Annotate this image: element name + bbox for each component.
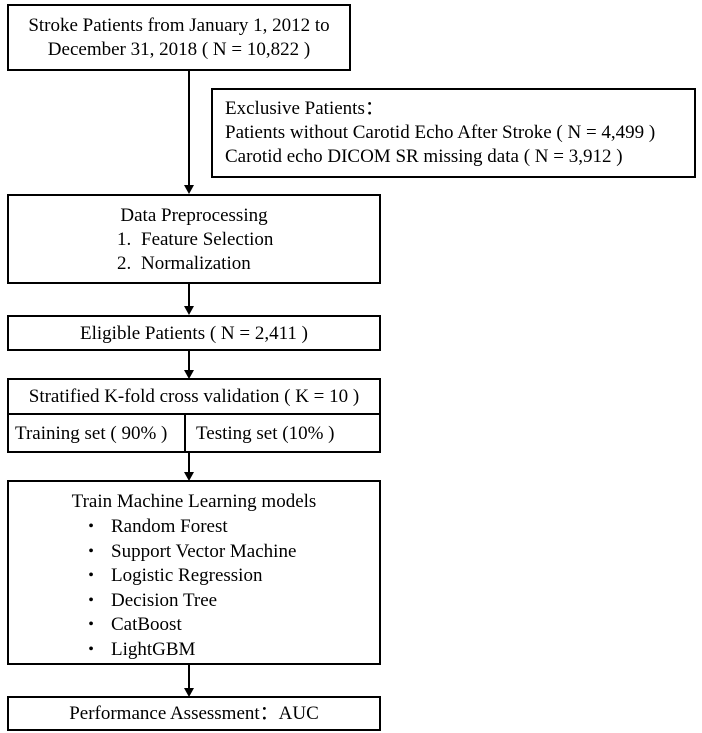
bullet-icon: • (88, 518, 94, 536)
model-label: LightGBM (111, 638, 196, 660)
stroke-patients-line2: December 31, 2018 ( N = 10,822 ) (47, 39, 311, 60)
arrowhead-assessment (184, 688, 194, 697)
preprocessing-step-1-label: Feature Selection (141, 229, 274, 250)
connector-eligible-to-kfold (188, 351, 190, 371)
model-item-catboost: • CatBoost (71, 613, 379, 638)
ml-models-box: Train Machine Learning models • Random F… (7, 480, 381, 665)
preprocessing-box: Data Preprocessing 1. Feature Selection 2… (7, 194, 381, 284)
preprocessing-step-1-num: 1. (117, 229, 132, 250)
model-item-svm: • Support Vector Machine (71, 540, 379, 565)
exclusion-title: Exclusive Patients： (225, 98, 384, 119)
connector-split-to-models (188, 453, 190, 473)
exclusion-item-1: Patients without Carotid Echo After Stro… (225, 122, 656, 143)
model-label: Decision Tree (111, 589, 218, 611)
stroke-patients-line1: Stroke Patients from January 1, 2012 to (28, 15, 330, 36)
model-item-lightgbm: • LightGBM (71, 638, 379, 663)
arrowhead-kfold (184, 370, 194, 379)
preprocessing-step-1: 1. Feature Selection (9, 228, 379, 252)
performance-assessment-box: Performance Assessment：AUC (7, 696, 381, 731)
model-item-random-forest: • Random Forest (71, 515, 379, 540)
ml-models-title: Train Machine Learning models (71, 491, 317, 512)
connector-models-to-assessment (188, 665, 190, 689)
bullet-icon: • (88, 591, 94, 609)
eligible-patients-box: Eligible Patients ( N = 2,411 ) (7, 315, 381, 351)
stroke-patients-box: Stroke Patients from January 1, 2012 to … (7, 4, 351, 71)
kfold-text: Stratified K-fold cross validation ( K =… (28, 386, 360, 407)
connector-preprocessing-to-eligible (188, 284, 190, 307)
testing-set-cell: Testing set (10% ) (186, 415, 379, 451)
performance-assessment-text: Performance Assessment：AUC (69, 703, 319, 724)
bullet-icon: • (88, 616, 94, 634)
bullet-icon: • (88, 567, 94, 585)
exclusion-box: Exclusive Patients： Patients without Car… (211, 88, 696, 178)
training-set-cell: Training set ( 90% ) (9, 415, 186, 451)
testing-set-label: Testing set (10% ) (196, 423, 335, 444)
model-label: CatBoost (111, 614, 182, 636)
kfold-box: Stratified K-fold cross validation ( K =… (7, 378, 381, 415)
exclusion-item-2: Carotid echo DICOM SR missing data ( N =… (225, 146, 623, 167)
preprocessing-step-2-label: Normalization (141, 253, 251, 274)
train-test-split-row: Training set ( 90% ) Testing set (10% ) (9, 415, 379, 451)
preprocessing-step-2: 2. Normalization (9, 252, 379, 276)
bullet-icon: • (88, 640, 94, 658)
model-label: Support Vector Machine (111, 540, 297, 562)
train-test-split-box: Training set ( 90% ) Testing set (10% ) (7, 413, 381, 453)
arrowhead-models (184, 472, 194, 481)
model-label: Random Forest (111, 516, 228, 538)
arrowhead-preprocessing (184, 185, 194, 194)
model-item-decision-tree: • Decision Tree (71, 589, 379, 614)
preprocessing-title: Data Preprocessing (120, 205, 268, 226)
bullet-icon: • (88, 542, 94, 560)
model-item-logistic-regression: • Logistic Regression (71, 564, 379, 589)
training-set-label: Training set ( 90% ) (15, 423, 168, 444)
arrowhead-eligible (184, 306, 194, 315)
model-label: Logistic Regression (111, 565, 263, 587)
eligible-patients-text: Eligible Patients ( N = 2,411 ) (80, 323, 308, 344)
connector-stroke-to-preprocessing (188, 71, 190, 186)
preprocessing-step-2-num: 2. (117, 253, 132, 274)
ml-models-list: • Random Forest • Support Vector Machine… (9, 515, 379, 662)
